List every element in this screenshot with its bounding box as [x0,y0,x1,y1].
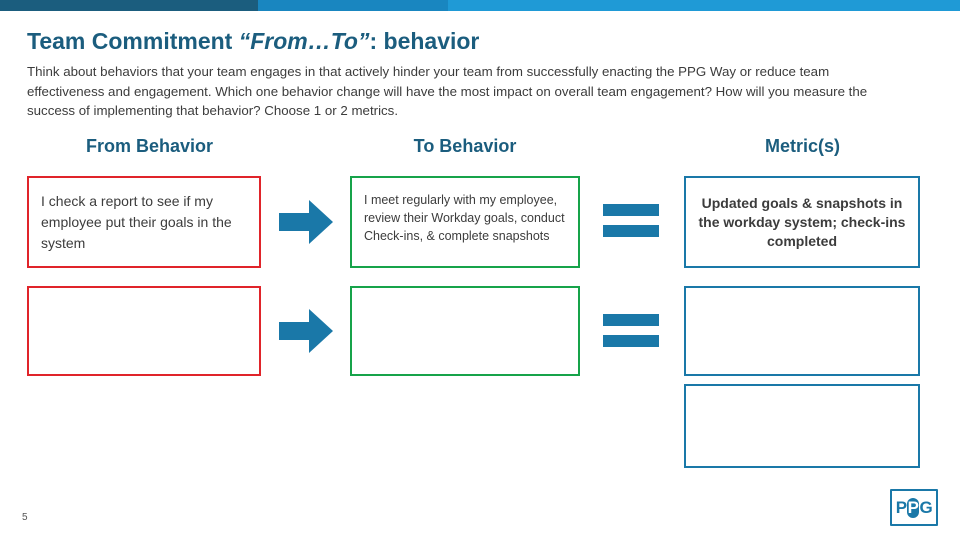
ppg-logo-letter-1: P [895,497,907,517]
equals-bar-top-2 [603,314,659,326]
metric-text-1: Updated goals & snapshots in the workday… [698,194,906,249]
ppg-logo-letter-3: G [919,497,933,517]
top-bar-segment-mid [258,0,448,11]
top-accent-bar [0,0,960,11]
page-title: Team Commitment “From…To”: behavior [27,28,479,55]
equals-bar-top-1 [603,204,659,216]
column-header-to: To Behavior [413,136,517,156]
top-bar-segment-light [448,0,960,11]
to-behavior-box-2[interactable] [350,286,580,376]
equals-bar-bottom-1 [603,225,659,237]
ppg-logo-frame [890,489,938,526]
from-behavior-box-2[interactable] [27,286,261,376]
column-header-metric: Metric(s) [764,136,840,156]
page-title-emphasis: “From…To” [238,28,370,54]
page-title-part1: Team Commitment [27,28,239,54]
arrow-right-icon-1 [279,200,333,244]
metric-text-2 [696,288,908,374]
metric-text-3 [696,386,908,466]
to-behavior-text-1: I meet regularly with my employee, revie… [364,193,565,243]
intro-paragraph: Think about behaviors that your team eng… [27,64,868,118]
page-title-part3: : behavior [369,28,480,54]
equals-icon-2 [603,314,659,348]
from-behavior-box-1[interactable]: I check a report to see if my employee p… [27,176,261,268]
metric-box-2[interactable] [684,286,920,376]
from-behavior-text-1: I check a report to see if my employee p… [41,193,232,251]
to-behavior-box-1[interactable]: I meet regularly with my employee, revie… [350,176,580,268]
arrow-right-icon-2 [279,309,333,353]
top-bar-segment-dark [0,0,258,11]
page-number: 5 [22,512,28,523]
equals-icon-1 [603,204,659,238]
metric-box-1[interactable]: Updated goals & snapshots in the workday… [684,176,920,268]
column-header-from: From Behavior [85,136,214,156]
ppg-logo-letter-2: P [906,497,920,518]
metric-box-3[interactable] [684,384,920,468]
equals-bar-bottom-2 [603,335,659,347]
